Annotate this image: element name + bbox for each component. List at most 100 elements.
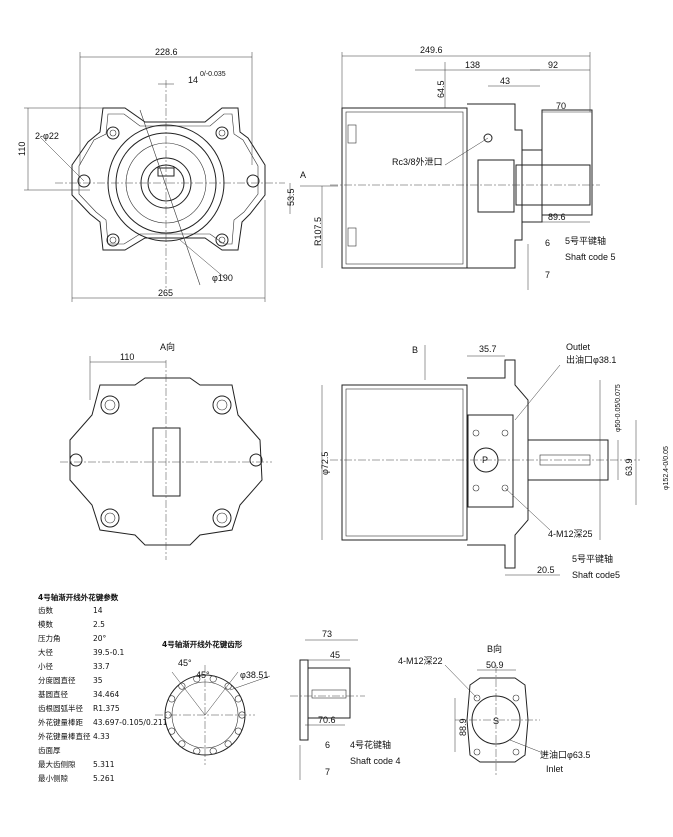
side-shaft-cn: 5号平键轴 (565, 235, 606, 246)
dim-bview-88: 88.9 (458, 718, 468, 736)
dim-b-50: φ50-0.05/0.075 (615, 384, 622, 432)
bview-inlet-en: Inlet (546, 764, 564, 774)
spline-row-key: 齿根圆弧半径 (38, 703, 83, 713)
spline-row-key: 齿面厚 (38, 746, 61, 755)
spline-row-value: 43.697-0.105/0.211 (93, 718, 168, 727)
dim-b-152: φ152.4-0/0.05 (663, 446, 670, 490)
spline-od: φ38.51 (240, 670, 268, 680)
spline-row-key: 最小侧隙 (38, 773, 68, 783)
dim-side-shaft: 92 (548, 60, 558, 70)
dim-front-key-tol: 0/-0.035 (200, 71, 226, 78)
dim-shaft4-7: 7 (325, 767, 330, 777)
dim-shaft4-70: 70.6 (318, 715, 336, 725)
spline-row-key: 模数 (38, 619, 53, 629)
spline-row-key: 分度圆直径 (38, 675, 76, 685)
spline-tooth (224, 682, 232, 690)
spline-row-value: 20° (93, 634, 107, 643)
spline-row-value: 34.464 (93, 690, 119, 699)
shaft4-view: 73 45 70.6 6 7 4号花键轴 Shaft code 4 (290, 629, 401, 780)
dim-side-radius: R107.5 (313, 217, 323, 246)
spline-angle-1: 45° (178, 658, 192, 668)
spline-tooth (209, 747, 217, 755)
dim-side-flange: 43 (500, 76, 510, 86)
spline-row-value: 4.33 (93, 732, 110, 741)
spline-view-title: 4号轴渐开线外花键齿形 (162, 639, 243, 649)
front-view: 228.6 14 0/-0.035 110 2-φ22 φ190 53.5 26… (17, 47, 296, 302)
spline-tooth (234, 727, 242, 735)
b-view: B向 50.9 88.9 4-M12深22 S 进油口φ63.5 Inlet (398, 643, 590, 775)
b-view-title: B向 (487, 643, 502, 654)
spline-tooth (234, 695, 242, 703)
spline-row-value: R1.375 (93, 704, 120, 713)
spline-tooth (178, 740, 186, 748)
dim-shaft4-73: 73 (322, 629, 332, 639)
dim-bview-50: 50.9 (486, 660, 504, 670)
spline-row-value: 5.311 (93, 760, 115, 769)
spline-row-value: 39.5-0.1 (93, 648, 125, 657)
dim-side-d: 7 (545, 270, 550, 280)
spline-row-value: 35 (93, 676, 103, 685)
a-view-title: A向 (160, 341, 175, 352)
spline-row-key: 基圆直径 (38, 689, 68, 699)
side-section-marker: A (300, 170, 306, 180)
b-shaft-cn: 5号平键轴 (572, 553, 613, 564)
spline-tooth (178, 682, 186, 690)
dim-front-width: 228.6 (155, 47, 178, 57)
dim-front-offset: 53.5 (286, 188, 296, 206)
spline-row-key: 小径 (38, 661, 53, 671)
dim-side-c: 6 (545, 238, 550, 248)
spline-row-value: 5.261 (93, 774, 115, 783)
b-outlet-en: Outlet (566, 342, 591, 352)
dim-b-dia: φ72.5 (320, 452, 330, 475)
spline-row-value: 14 (93, 606, 103, 615)
side-view: 249.6 138 43 92 64.5 70 Rc3/8外泄口 A R107.… (300, 45, 616, 290)
side-port-label: Rc3/8外泄口 (392, 156, 443, 167)
bview-port-s: S (493, 716, 499, 726)
shaft4-en: Shaft code 4 (350, 756, 401, 766)
spline-tooth (224, 740, 232, 748)
dim-front-total: 265 (158, 288, 173, 298)
spline-row-key: 外花键量棒距 (38, 717, 83, 727)
spline-tooth (193, 747, 201, 755)
b-port-p: P (482, 455, 488, 465)
dim-front-key: 14 (188, 75, 198, 85)
spline-row-key: 压力角 (38, 633, 61, 643)
dim-b-63: 63.9 (624, 458, 634, 476)
spline-view: 4号轴渐开线外花键齿形 45° 45° φ38.51 (155, 639, 271, 765)
b-bolts: 4-M12深25 (548, 529, 593, 539)
b-shaft-en: Shaft code5 (572, 570, 620, 580)
spline-tooth (193, 675, 201, 683)
b-side-view: B 35.7 Outlet 出油口φ38.1 φ50-0.05/0.075 63… (320, 342, 670, 580)
dim-side-shaft-len: 89.6 (548, 212, 566, 222)
dim-side-length: 249.6 (420, 45, 443, 55)
spline-tooth (168, 727, 176, 735)
bview-bolts: 4-M12深22 (398, 656, 443, 666)
spline-tooth (168, 695, 176, 703)
b-side-marker: B (412, 345, 418, 355)
front-holes-label: 2-φ22 (35, 131, 59, 141)
spline-row-value: 33.7 (93, 662, 110, 671)
dim-side-port-h: 64.5 (436, 80, 446, 98)
dim-a-110: 110 (120, 352, 134, 362)
spline-table-title: 4号轴渐开线外花键参数 (38, 592, 119, 602)
dim-shaft4-6: 6 (325, 740, 330, 750)
dim-b-20: 20.5 (537, 565, 555, 575)
shaft4-cn: 4号花键轴 (350, 739, 391, 750)
dim-b-35: 35.7 (479, 344, 497, 354)
a-view: A向 110 (60, 341, 272, 560)
bview-inlet-cn: 进油口φ63.5 (540, 749, 590, 760)
spline-row-key: 大径 (38, 647, 53, 657)
spline-row-key: 外花键量棒直径 (38, 731, 91, 741)
dim-front-height: 110 (17, 142, 27, 156)
spline-row-key: 最大齿侧隙 (38, 759, 76, 769)
dim-side-shaft-seg: 70 (556, 101, 566, 111)
spline-teeth (164, 675, 246, 755)
spline-row-value: 2.5 (93, 620, 105, 629)
dim-side-body: 138 (465, 60, 480, 70)
spline-tooth (209, 675, 217, 683)
dim-shaft4-45: 45 (330, 650, 340, 660)
